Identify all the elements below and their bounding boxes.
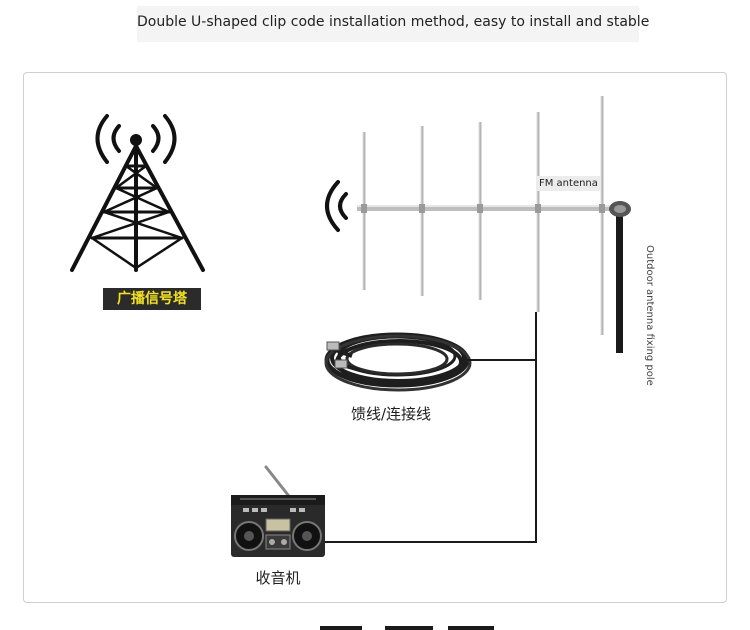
antenna-signal-icon xyxy=(325,180,348,232)
feeder-cable-label: 馈线/连接线 xyxy=(350,405,432,423)
fm-antenna-label: FM antenna xyxy=(536,176,601,191)
antenna-pole-icon xyxy=(609,201,631,353)
next-section-heading-fragment xyxy=(320,626,494,630)
caption-text: Double U-shaped clip code installation m… xyxy=(137,14,650,30)
radio-label: 收音机 xyxy=(255,569,301,587)
connection-line xyxy=(325,312,537,543)
radio-icon xyxy=(231,465,325,557)
broadcast-tower-icon xyxy=(70,114,205,272)
feeder-cable-icon xyxy=(324,332,472,392)
fm-antenna-icon xyxy=(357,96,619,335)
antenna-pole-label: Outdoor antenna fixing pole xyxy=(644,245,655,386)
broadcast-tower-label: 广播信号塔 xyxy=(103,288,201,310)
caption-banner xyxy=(137,6,639,42)
